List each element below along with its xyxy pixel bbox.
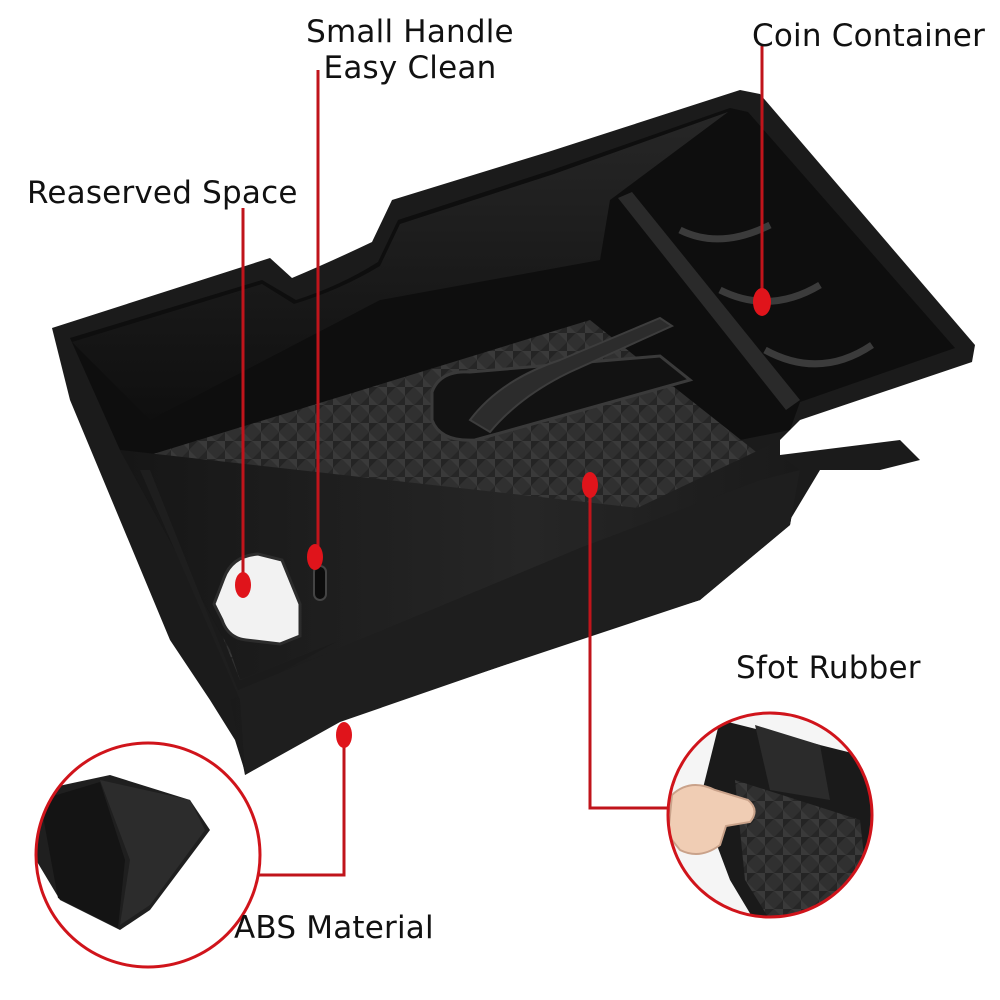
callout-dot-soft-rubber (582, 472, 598, 498)
label-coin-container: Coin Container (752, 18, 986, 54)
callout-dot-coin-container (753, 288, 771, 316)
callout-dot-abs-material (336, 722, 352, 748)
callout-line-soft-rubber (588, 485, 672, 810)
coin-rib-3 (763, 342, 874, 368)
small-handle (468, 316, 675, 434)
tray-front-face (140, 470, 800, 775)
divider-wall (618, 192, 800, 410)
label-abs-material: ABS Material (234, 910, 434, 946)
callout-lines (241, 46, 764, 877)
callout-dots (235, 288, 771, 748)
label-soft-rubber: Sfot Rubber (736, 650, 921, 686)
storage-tray (52, 90, 975, 775)
callout-dot-small-handle (307, 544, 323, 570)
reserved-space-cutout (212, 552, 302, 646)
callout-dot-reserved-space (235, 572, 251, 598)
label-small-handle-line1: Small Handle (306, 14, 514, 50)
label-small-handle: Small Handle Easy Clean (305, 14, 515, 86)
abs-material-zoom (34, 741, 262, 969)
label-reserved-space: Reaserved Space (27, 175, 298, 211)
tray-back-wall (72, 112, 728, 420)
coin-rib-1 (678, 221, 772, 243)
small-handle-slot (313, 565, 327, 601)
soft-rubber-zoom (666, 711, 874, 919)
hand (668, 784, 756, 855)
label-small-handle-line2: Easy Clean (323, 50, 497, 86)
callout-line-abs-material (258, 735, 346, 877)
